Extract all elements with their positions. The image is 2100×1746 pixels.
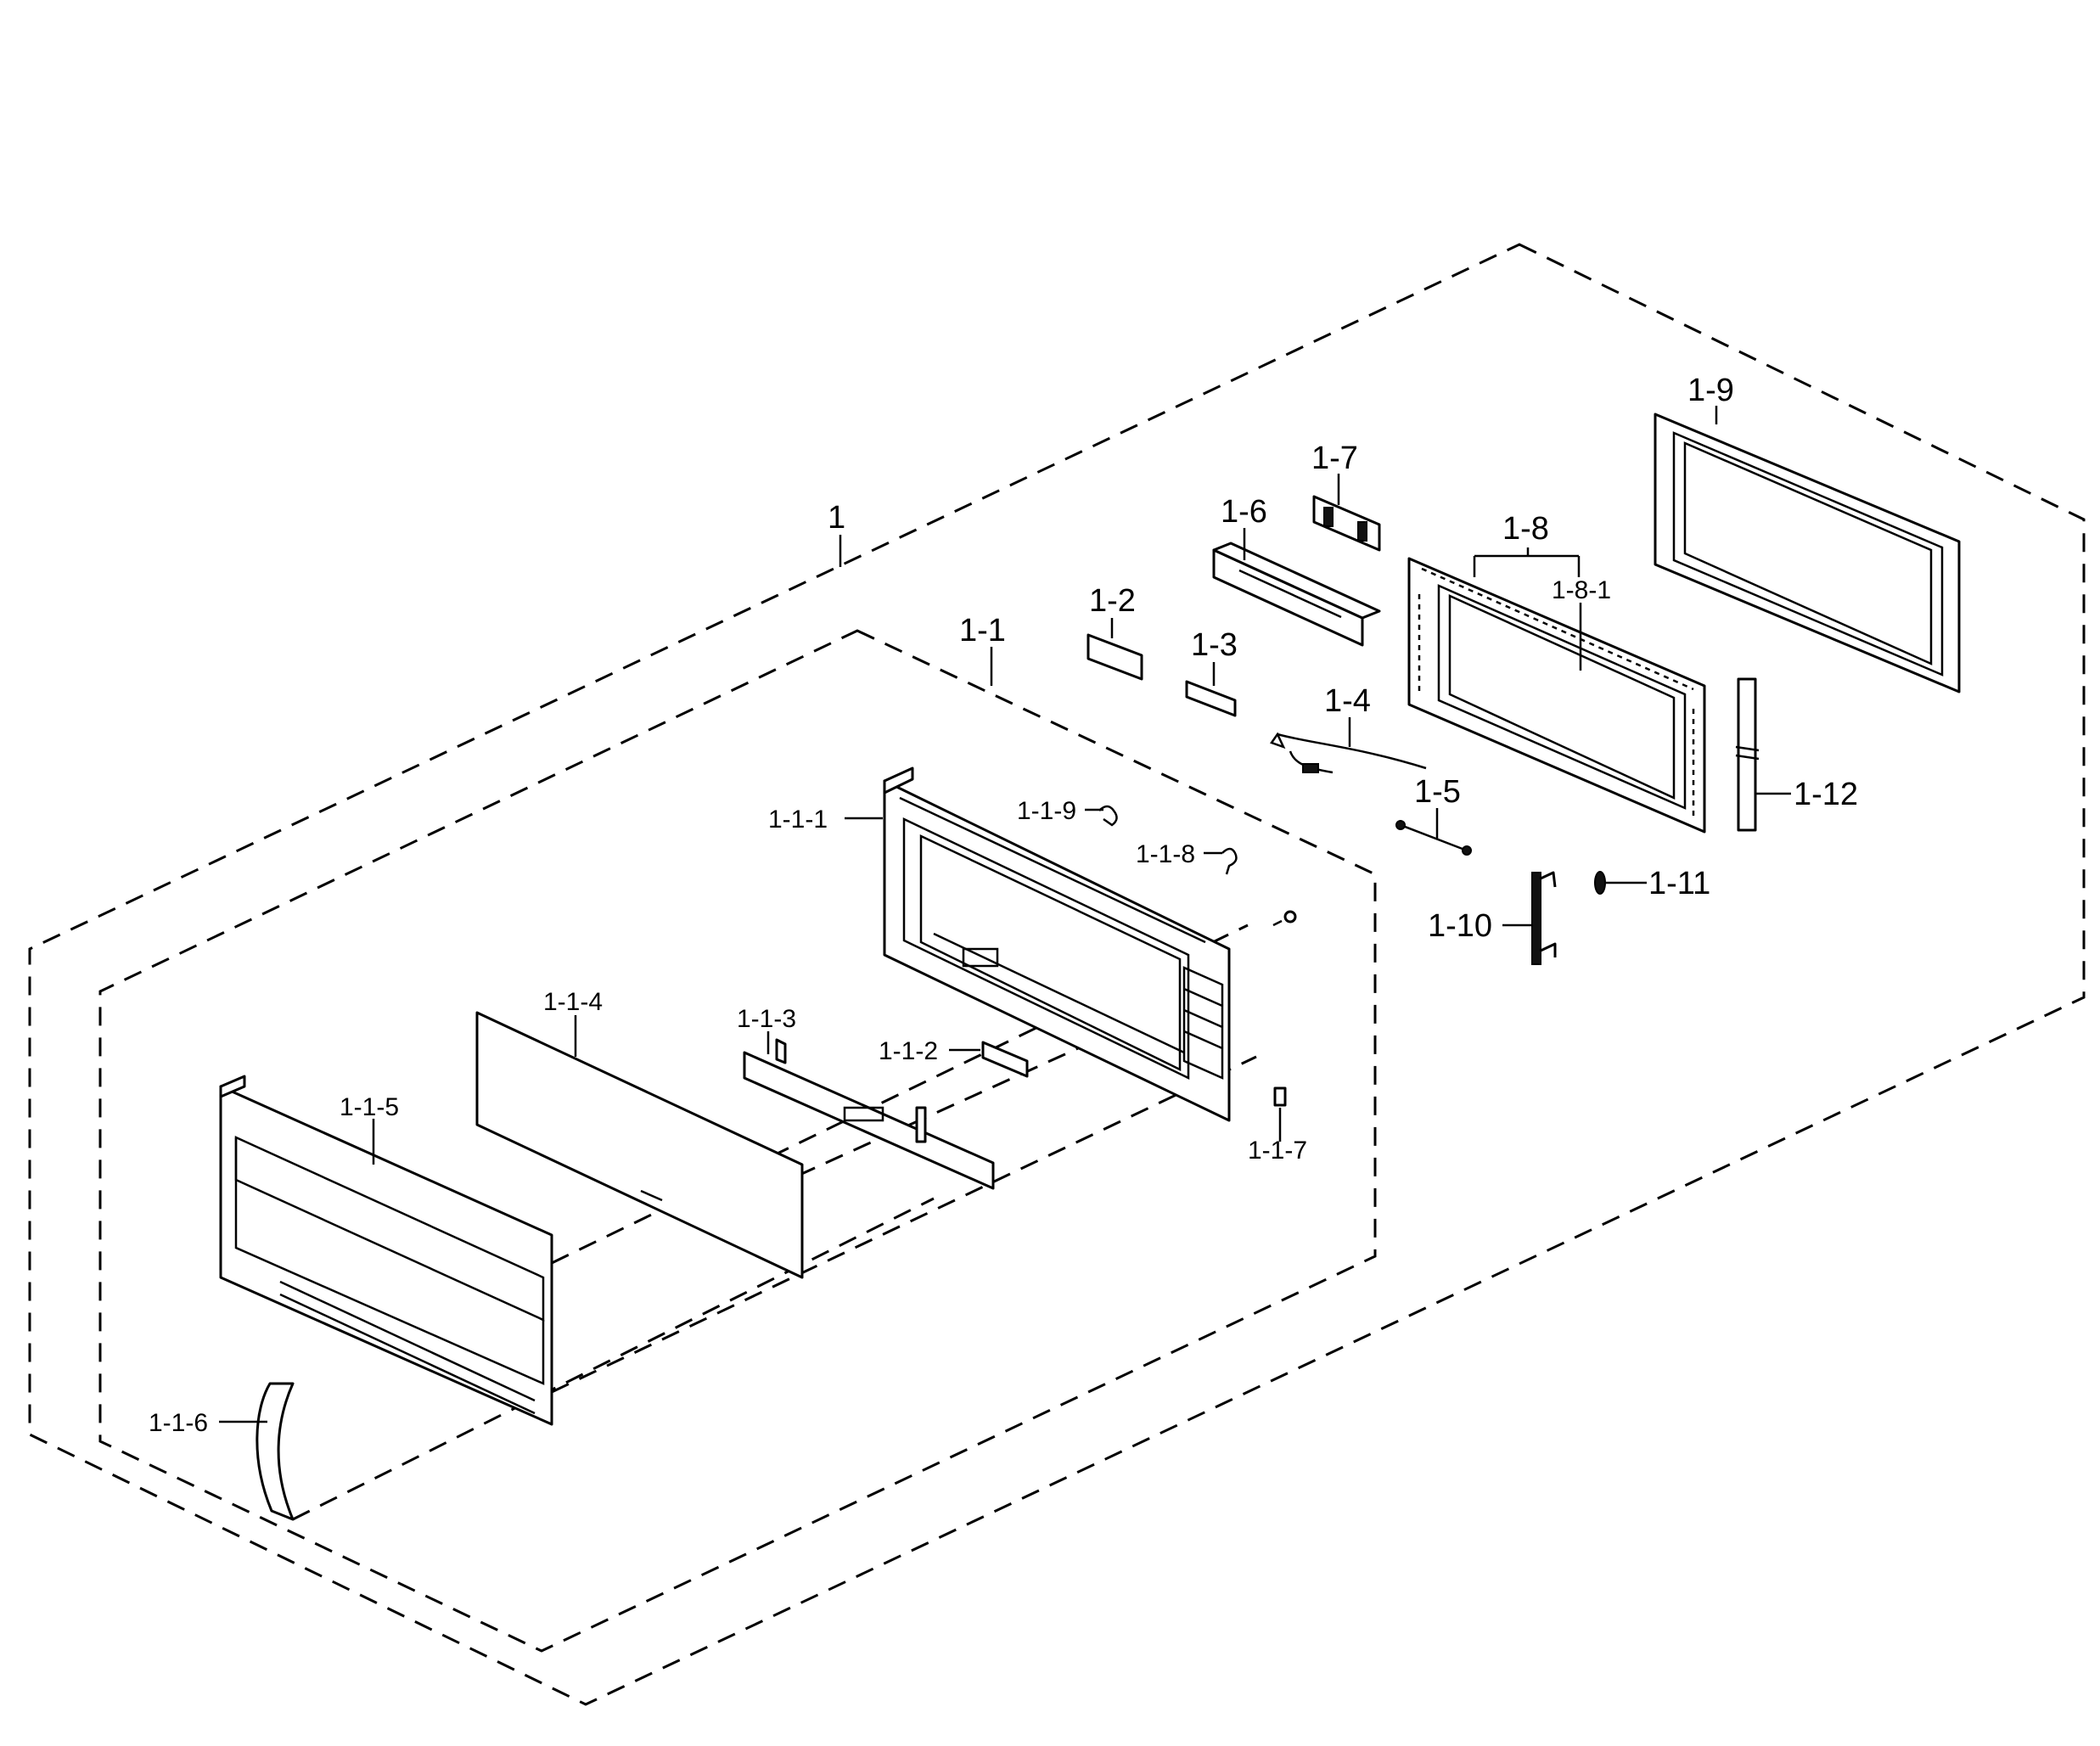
part-1-7-bracket	[1312, 495, 1381, 552]
part-1-1-7-clip	[1273, 1086, 1287, 1107]
part-1-1-4-glass	[475, 1011, 804, 1279]
part-1-1-6-handle	[255, 1382, 295, 1521]
label-1-6: 1-6	[1221, 494, 1267, 530]
label-1-1-2: 1-1-2	[879, 1037, 938, 1065]
assembly-1-1-boundary	[98, 629, 1377, 1653]
label-1-9: 1-9	[1687, 373, 1734, 408]
part-1-1-3-control-bracket	[743, 1038, 995, 1190]
part-1-1-1-inner-panel	[883, 766, 1231, 1122]
part-1-3-block	[1185, 680, 1237, 717]
label-1-2: 1-2	[1089, 583, 1136, 619]
label-1: 1	[828, 500, 845, 536]
label-1-1-3: 1-1-3	[737, 1005, 796, 1033]
part-1-1-5-outer-frame	[219, 1075, 553, 1426]
label-1-1-8: 1-1-8	[1136, 840, 1195, 868]
label-1-4: 1-4	[1324, 683, 1371, 719]
alignment-line-lower	[551, 1055, 1257, 1394]
alignment-line-panel	[797, 1047, 1079, 1177]
label-1-12: 1-12	[1794, 777, 1858, 812]
label-1-1-4: 1-1-4	[543, 988, 603, 1016]
screw-part	[1272, 910, 1297, 927]
label-1-8: 1-8	[1502, 511, 1549, 547]
label-1-11: 1-11	[1648, 866, 1710, 901]
label-1-3: 1-3	[1191, 627, 1238, 663]
part-1-6-latch-holder	[1212, 542, 1381, 647]
label-1-1-6: 1-1-6	[149, 1409, 208, 1437]
part-1-1-2-label-plate	[981, 1041, 1029, 1078]
part-1-11-knob	[1594, 871, 1606, 895]
leader-1-8	[1473, 547, 1581, 577]
label-1-5: 1-5	[1414, 774, 1461, 810]
label-1-1-5: 1-1-5	[340, 1093, 399, 1121]
part-1-1-9-spring	[1098, 805, 1118, 827]
part-1-8-door-inner	[1407, 557, 1706, 834]
label-1-1-1: 1-1-1	[768, 806, 828, 834]
label-1-8-1: 1-8-1	[1552, 576, 1611, 604]
assembly-1-boundary	[28, 243, 2086, 1706]
part-1-10-hinge	[1531, 871, 1557, 965]
part-1-9-door-frame	[1654, 413, 1961, 693]
label-1-7: 1-7	[1311, 441, 1358, 476]
part-1-5-lever	[1395, 820, 1472, 856]
part-1-1-8-spring	[1221, 847, 1238, 875]
label-1-1-9: 1-1-9	[1017, 797, 1076, 825]
part-1-2-plate	[1086, 633, 1143, 681]
part-1-4-wire-harness	[1270, 732, 1427, 774]
label-1-1-7: 1-1-7	[1248, 1137, 1307, 1165]
alignment-line-handle	[292, 1197, 935, 1521]
label-1-10: 1-10	[1428, 908, 1492, 944]
part-1-12-seal-strip	[1735, 677, 1760, 832]
label-1-1: 1-1	[959, 613, 1006, 648]
